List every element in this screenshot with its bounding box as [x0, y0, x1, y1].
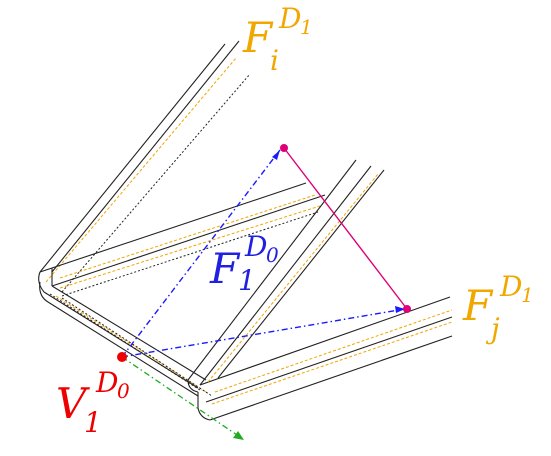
- slab-fj-corner: [187, 379, 199, 393]
- slab-fj-bottom-edge: [209, 335, 453, 421]
- slab-front-curve-1: [38, 271, 45, 293]
- vector-v1-to-fj: [121, 308, 406, 358]
- slab-front-dashed: [49, 293, 213, 397]
- label-fi-sub: i: [270, 44, 279, 77]
- slab-front-edge-2: [39, 281, 199, 397]
- vectors: [117, 144, 411, 440]
- slab-fi: [39, 40, 240, 273]
- slab-base-corner: [39, 267, 53, 273]
- slab-front-top: [51, 285, 207, 381]
- green-vector-arrowhead: [233, 431, 244, 440]
- slab-fi-dashed: [45, 57, 251, 293]
- label-fi-sup: D: [278, 2, 301, 35]
- slab-fj-left-edge-2: [199, 165, 372, 386]
- slab-fj-top-edge-2: [205, 316, 453, 403]
- fj-dash-2: [214, 309, 453, 393]
- slab-base-dashed: [59, 194, 321, 297]
- front-dash-3: [61, 297, 213, 397]
- vector-v1-to-f1: [121, 149, 281, 358]
- slab-fi-outer-edge: [39, 43, 226, 273]
- label-f1-sup: D: [244, 230, 267, 263]
- label-fi: F i D 1: [242, 2, 313, 77]
- label-fj: F j D 1: [462, 270, 534, 345]
- slab-fj-left-edge: [187, 159, 357, 381]
- fj-dash-3: [211, 321, 453, 405]
- label-f1-sup-sub: 0: [266, 243, 279, 267]
- slab-fi-inner-edge: [51, 40, 240, 273]
- slab-base-second-edge: [51, 194, 326, 287]
- label-fi-sup-sub: 1: [300, 15, 313, 39]
- slab-fj-corner-2: [197, 392, 211, 421]
- slab-base-dash-2: [59, 205, 321, 289]
- slab-fi-mid-dash: [45, 57, 237, 283]
- slab-fj-left-edge-3: [217, 169, 385, 379]
- label-fj-base: F: [462, 281, 494, 330]
- v1-point: [117, 352, 127, 362]
- label-fi-base: F: [242, 13, 274, 62]
- slab-fj: [187, 159, 453, 421]
- vector-v1-to-fj-arrowhead: [395, 306, 405, 313]
- fj-point: [403, 305, 411, 313]
- front-dash-1: [49, 293, 201, 391]
- label-f1-base: F: [209, 244, 241, 293]
- label-v1-sup: D: [95, 366, 118, 399]
- magenta-connector: [283, 147, 408, 310]
- label-v1-base: V: [56, 379, 90, 428]
- slab-base: [39, 182, 326, 287]
- slab-fj-top-edge: [199, 296, 451, 386]
- label-v1-sub: 1: [84, 406, 102, 439]
- label-v1-sup-sub: 0: [117, 379, 130, 403]
- label-f1-sub: 1: [238, 264, 256, 297]
- vector-v1-to-f1-arrowhead: [272, 150, 280, 160]
- green-vector: [121, 356, 241, 438]
- label-f1: F 1 D 0: [209, 230, 279, 297]
- label-fj-sup: D: [499, 270, 522, 303]
- slab-front: [38, 268, 207, 397]
- label-fj-sup-sub: 1: [521, 283, 534, 307]
- label-v1: V 1 D 0: [56, 366, 130, 439]
- slab-base-top-edge: [51, 182, 307, 269]
- f1-point: [280, 144, 288, 152]
- slab-base-dash-3: [61, 211, 319, 297]
- slab-fj-dashed: [207, 173, 453, 405]
